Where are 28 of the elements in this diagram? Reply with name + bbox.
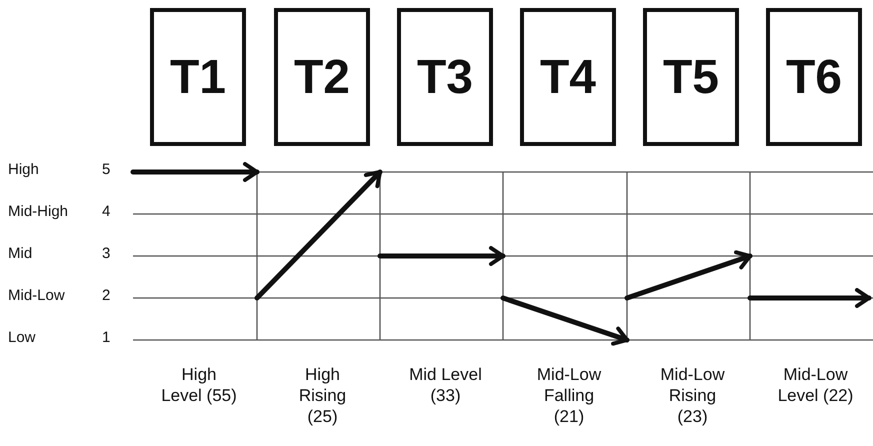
level-number: 5 (102, 161, 110, 179)
level-number: 2 (102, 287, 110, 305)
level-number: 4 (102, 203, 110, 221)
tone-card (766, 8, 862, 146)
level-name: Low (8, 329, 36, 347)
tone-label: T2 (294, 50, 350, 104)
tone-card (520, 8, 616, 146)
level-name: Mid-Low (8, 287, 65, 305)
tone-card (643, 8, 739, 146)
tone-label: T5 (662, 50, 719, 104)
tone-card (274, 8, 370, 146)
level-number: 3 (102, 245, 110, 263)
level-name: Mid-High (8, 203, 68, 221)
level-name: High (8, 161, 39, 179)
tone-caption: Mid-Low Rising (23) (659, 364, 726, 427)
tone-caption: Mid-Low Falling (21) (536, 364, 602, 427)
tone-caption: High Rising (25) (298, 364, 348, 427)
tone-card (397, 8, 493, 146)
tone-label: T3 (416, 50, 473, 104)
tone-caption: High Level (55) (160, 364, 238, 406)
tone-caption: Mid-Low Level (22) (776, 364, 854, 406)
tone-caption: Mid Level (33) (408, 364, 483, 406)
level-number: 1 (102, 329, 110, 347)
tone-label: T4 (540, 50, 596, 104)
tone-card (150, 8, 246, 146)
tone-label: T1 (170, 50, 226, 104)
tone-label: T6 (786, 50, 842, 104)
level-name: Mid (8, 245, 32, 263)
